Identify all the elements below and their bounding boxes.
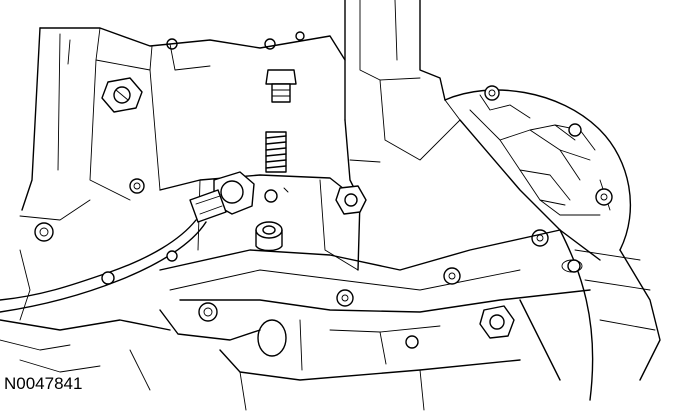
lower-housing bbox=[0, 249, 583, 411]
bell-housing bbox=[444, 89, 661, 401]
detent-ball bbox=[264, 187, 289, 203]
flange-bolts bbox=[484, 85, 613, 273]
top-bolts bbox=[166, 31, 305, 50]
speed-sensor bbox=[0, 171, 255, 313]
bolts-lower bbox=[198, 267, 515, 349]
bolt-center-right bbox=[335, 185, 367, 215]
upper-tower bbox=[344, 0, 461, 271]
detent-bore bbox=[255, 221, 283, 252]
detent-plug bbox=[265, 69, 297, 103]
center-housing bbox=[159, 174, 591, 313]
left-housing bbox=[19, 27, 346, 221]
bolts-left bbox=[34, 178, 178, 285]
figure-id-label: N0047841 bbox=[4, 374, 83, 393]
detent-spring bbox=[265, 131, 287, 173]
bolt-upper-left bbox=[101, 77, 143, 113]
